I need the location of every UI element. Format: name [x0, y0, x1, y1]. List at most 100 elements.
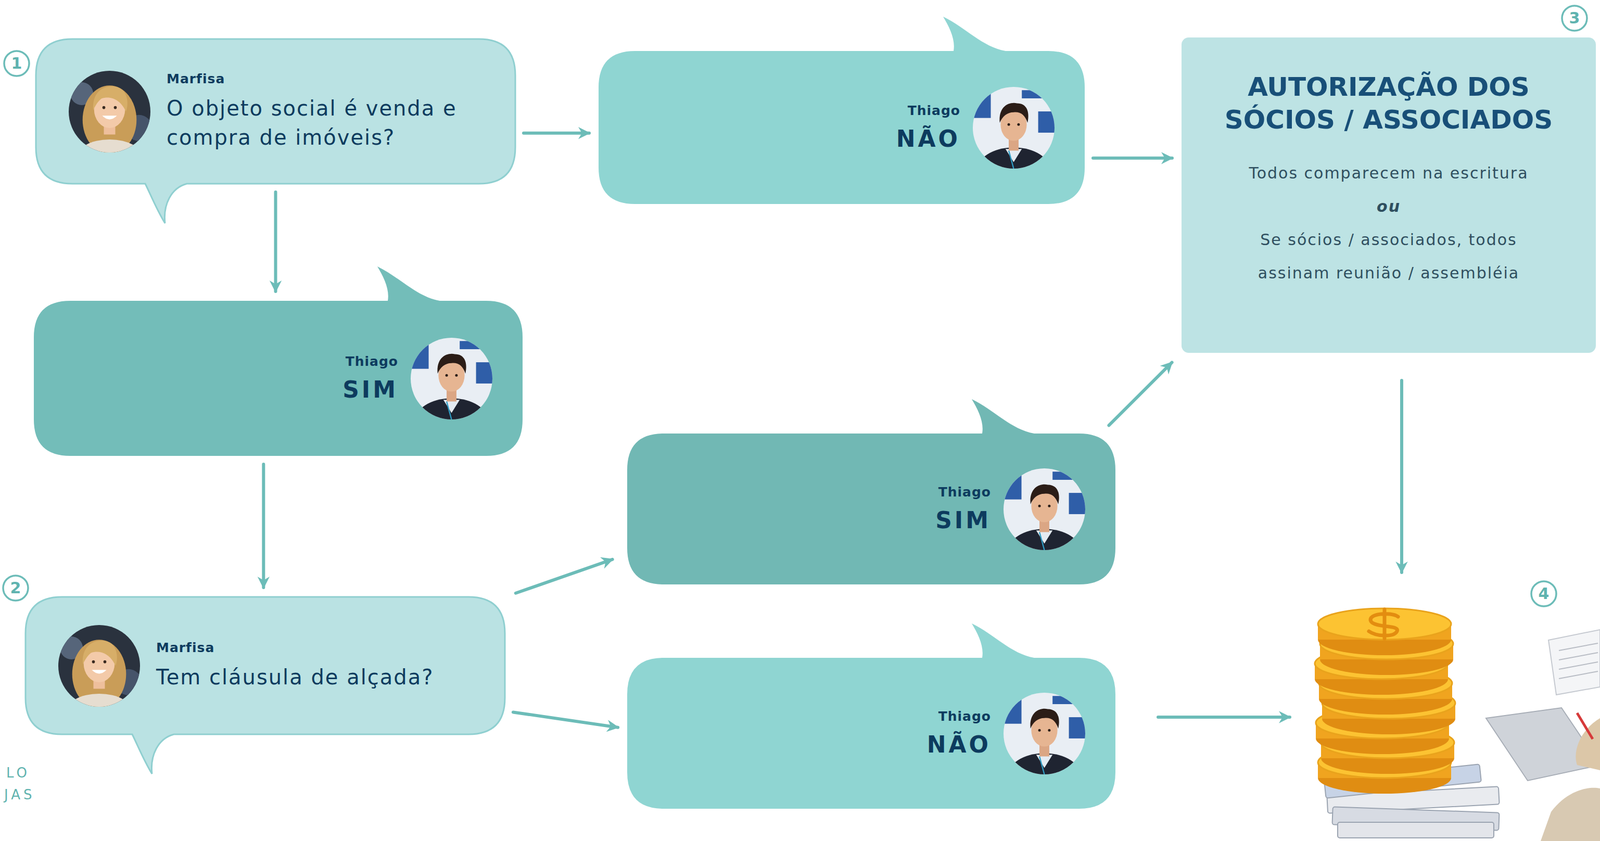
box-content: AUTORIZAÇÃO DOS SÓCIOS / ASSOCIADOSTodos… — [1209, 70, 1569, 290]
avatar-part — [446, 401, 452, 420]
avatar-part — [75, 138, 145, 152]
avatar-part — [1038, 111, 1055, 133]
flow-arrow — [513, 712, 618, 728]
question-bubble: MarfisaTem cláusula de alçada? — [25, 597, 505, 735]
avatar-part — [1017, 122, 1020, 126]
avatar-part — [1069, 717, 1086, 739]
bubble-outline — [627, 399, 1116, 585]
avatar-part — [91, 669, 107, 674]
avatar-part — [1030, 484, 1059, 504]
flow-arrow — [1400, 380, 1404, 573]
flow-arrow — [523, 131, 590, 135]
answer-bubble: ThiagoNÃO — [598, 51, 1085, 205]
bubble-content: ThiagoSIM — [342, 353, 399, 403]
money-illustration — [1314, 608, 1600, 841]
info-box: AUTORIZAÇÃO DOS SÓCIOS / ASSOCIADOSTodos… — [1181, 37, 1596, 353]
avatar-photo — [972, 86, 1055, 169]
answer-text: NÃO — [927, 731, 992, 758]
speaker-name: Thiago — [907, 103, 961, 119]
avatar-part — [82, 640, 118, 666]
speaker-name: Marfisa — [156, 640, 485, 656]
avatar-part — [1047, 728, 1051, 732]
avatar-part — [1021, 90, 1055, 99]
pen — [1577, 713, 1593, 740]
avatar-part — [102, 115, 117, 120]
avatar-part — [113, 105, 118, 109]
flow-arrow — [1108, 362, 1172, 426]
avatar-part — [1038, 504, 1041, 507]
question-bubble: Marfisa O objeto social é venda e compra … — [35, 39, 516, 184]
avatar-photo — [68, 70, 151, 153]
avatar-part — [454, 373, 458, 377]
answer-bubble: ThiagoNÃO — [627, 657, 1116, 809]
answer-bubble: ThiagoSIM — [33, 300, 523, 456]
question-text: O objeto social é venda e compra de imóv… — [166, 93, 495, 152]
flow-arrow — [1158, 715, 1290, 719]
avatar-figure — [68, 70, 151, 153]
avatar-part — [1008, 150, 1014, 169]
flow-arrow — [274, 192, 278, 292]
avatar-part — [1003, 474, 1022, 500]
avatar-part — [103, 659, 107, 664]
watermark-text: JAS — [4, 786, 36, 803]
callout-circle — [1531, 581, 1557, 607]
avatar-figure — [410, 337, 493, 420]
avatar-part — [437, 353, 466, 374]
avatar-part — [459, 340, 493, 350]
paper-line — [1558, 643, 1598, 651]
avatar-part — [443, 399, 460, 413]
avatar-part — [410, 344, 429, 369]
avatar-part — [1052, 471, 1086, 480]
callout-number: 1 — [3, 50, 30, 77]
speaker-name: Marfisa — [166, 71, 495, 87]
avatar-figure — [58, 625, 141, 707]
avatar-part — [92, 659, 96, 664]
avatar-part — [1039, 531, 1045, 551]
answer-text: SIM — [935, 506, 992, 534]
answer-text: SIM — [342, 376, 399, 403]
avatar-part — [1038, 728, 1041, 732]
speaker-name: Thiago — [938, 484, 992, 500]
avatar-photo — [1003, 692, 1086, 775]
avatar-part — [1069, 492, 1086, 515]
avatar-part — [1030, 708, 1059, 729]
flow-arrow — [261, 464, 265, 588]
avatar-part — [1005, 148, 1022, 162]
avatar-part — [1052, 695, 1086, 705]
callout-number: 3 — [1561, 5, 1588, 32]
coin-face — [1317, 608, 1452, 640]
avatar-figure — [1003, 692, 1086, 775]
avatar-part — [1007, 122, 1011, 126]
bubble-outline — [598, 16, 1085, 205]
bubble-outline — [627, 623, 1116, 809]
laptop — [1486, 707, 1600, 781]
avatar-part — [1036, 754, 1053, 768]
box-body: Todos comparecem na escritura — [1248, 156, 1529, 190]
bubble-content: ThiagoSIM — [935, 484, 992, 534]
sleeve — [1540, 788, 1600, 841]
avatar-part — [1047, 504, 1051, 507]
answer-text: NÃO — [896, 125, 961, 152]
callout-circle — [3, 575, 29, 601]
avatar-part — [999, 102, 1028, 123]
bubble-content: MarfisaTem cláusula de alçada? — [156, 640, 485, 692]
avatar-figure — [972, 86, 1055, 169]
speaker-name: Thiago — [938, 708, 992, 725]
callout-number: 4 — [1530, 580, 1557, 607]
watermark-text: LO — [6, 765, 31, 781]
bubble-outline — [35, 39, 516, 224]
paper-line — [1558, 652, 1598, 660]
flow-arrow — [1093, 156, 1173, 160]
avatar-photo — [410, 337, 493, 420]
avatar-figure — [1003, 468, 1086, 551]
avatar-part — [65, 693, 134, 707]
avatar-part — [102, 105, 106, 109]
bubble-content: ThiagoNÃO — [896, 103, 961, 152]
avatar-photo — [58, 625, 141, 707]
flow-arrow — [515, 559, 613, 594]
avatar-part — [1036, 530, 1053, 544]
avatar-part — [445, 373, 449, 377]
callout-circle — [4, 51, 30, 76]
